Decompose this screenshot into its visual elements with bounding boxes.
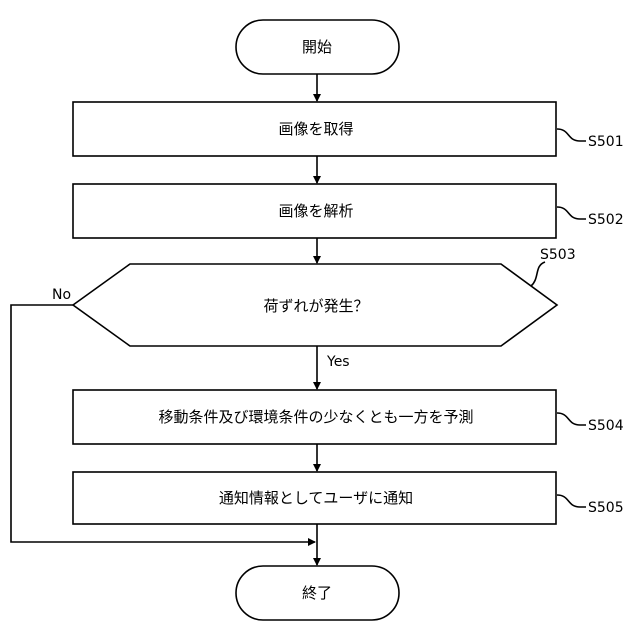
step-leader <box>557 129 586 141</box>
process-label: 通知情報としてユーザに通知 <box>219 489 413 507</box>
step-id: S501 <box>588 134 624 150</box>
step-leader <box>557 495 586 507</box>
process-label: 画像を取得 <box>278 120 353 138</box>
process-label: 画像を解析 <box>278 202 353 220</box>
step-leader <box>531 262 545 286</box>
step-id: S502 <box>588 212 624 228</box>
no-label: No <box>52 287 71 303</box>
step-id: S505 <box>588 500 624 516</box>
start-terminal: 開始 <box>236 20 399 74</box>
process-label: 移動条件及び環境条件の少なくとも一方を予測 <box>158 408 473 426</box>
step-leader <box>557 413 586 425</box>
step-leader <box>557 207 586 219</box>
process-s505: 通知情報としてユーザに通知 S505 <box>73 472 624 524</box>
step-id: S503 <box>540 247 576 263</box>
process-s502: 画像を解析 S502 <box>73 184 624 238</box>
decision-s503: 荷ずれが発生？ S503 <box>73 247 576 346</box>
step-id: S504 <box>588 418 624 434</box>
process-s501: 画像を取得 S501 <box>73 102 624 156</box>
end-terminal: 終了 <box>236 566 399 620</box>
end-label: 終了 <box>302 584 332 602</box>
process-s504: 移動条件及び環境条件の少なくとも一方を予測 S504 <box>73 390 624 444</box>
yes-label: Yes <box>326 354 350 370</box>
decision-label: 荷ずれが発生？ <box>263 297 368 315</box>
start-label: 開始 <box>302 38 332 56</box>
